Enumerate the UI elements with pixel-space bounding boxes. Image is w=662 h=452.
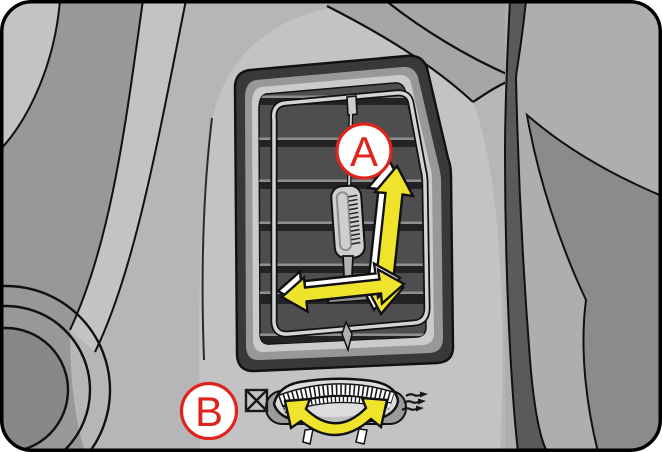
upper-dash-region [327,3,516,102]
callout-b: B [179,381,239,441]
dash-seam-line-lower [326,5,474,103]
panel-seam-left-of-vent [201,117,213,361]
knob-handle-slot [335,191,353,252]
left-seam-2 [94,3,187,353]
trim-ring-middle [3,304,92,449]
trim-ring-outer [3,284,112,449]
vent-inner-frame [270,89,431,338]
label-b-circle [179,381,239,441]
corner-panel [3,3,60,150]
label-b-text: B [195,388,223,435]
right-lower-panel [525,112,659,449]
a-pillar-trim-band [503,3,549,449]
thumbwheel-ribs [278,384,395,406]
air-vent [233,54,455,373]
label-a-circle [335,122,393,180]
circular-trim-detail [3,284,112,449]
arrow-rotate [283,396,389,437]
closed-vent-icon [244,388,269,413]
callout-a: A [335,122,393,180]
knob-pointer-tail [341,320,353,353]
left-trim-band [70,3,186,352]
rotate-arrow-highlight-left [302,428,314,445]
rotate-arrow-highlight-right [355,428,368,445]
adjustment-arrows [275,159,416,317]
knob-grip-ribs [348,194,361,245]
knob-top-tab [346,95,358,116]
trim-disc [3,326,70,449]
left-seam-1 [69,3,144,331]
dash-seam-line-upper [384,3,517,80]
airflow-thumbwheel-assembly [265,377,407,445]
airflow-icon [401,391,428,412]
label-a-text: A [350,128,378,175]
arrow-left-right [279,267,407,314]
corner-seam [3,3,61,151]
